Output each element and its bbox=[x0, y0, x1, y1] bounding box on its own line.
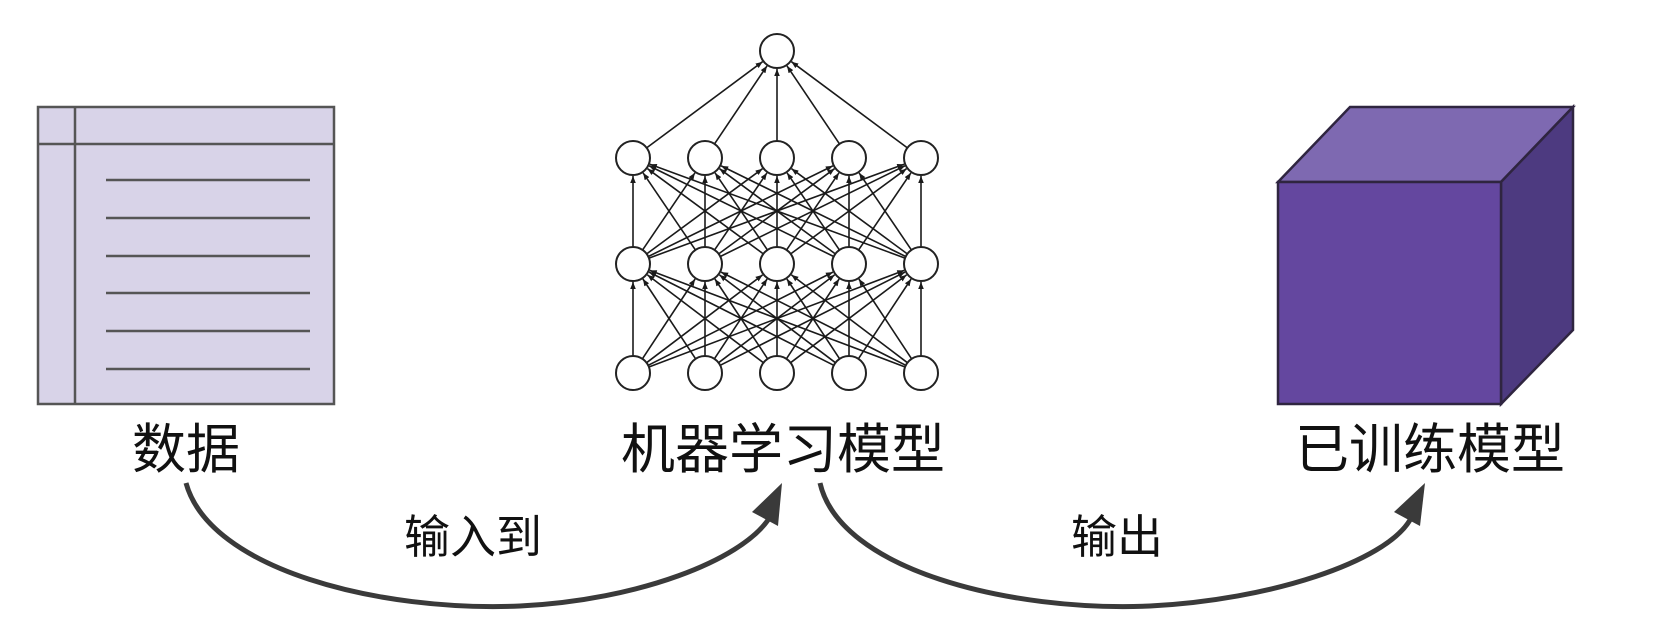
nn-neuron bbox=[903, 140, 939, 176]
nn-connection bbox=[790, 61, 908, 149]
nn-connection bbox=[648, 165, 835, 258]
nn-connection bbox=[790, 274, 908, 364]
nn-neuron bbox=[687, 246, 723, 282]
nn-connection bbox=[720, 271, 907, 367]
nn-connection bbox=[646, 274, 764, 364]
nn-neuron bbox=[759, 140, 795, 176]
nn-connection bbox=[649, 269, 906, 368]
nn-connection bbox=[646, 61, 764, 149]
data-label: 数据 bbox=[132, 418, 240, 481]
nn-connection bbox=[713, 65, 768, 145]
nn-connection bbox=[649, 163, 906, 259]
nn-neuron bbox=[759, 33, 795, 69]
nn-connection bbox=[647, 168, 764, 255]
nn-neuron bbox=[903, 355, 939, 391]
nn-neuron bbox=[687, 140, 723, 176]
model-label: 机器学习模型 bbox=[621, 418, 945, 481]
nn-neuron bbox=[831, 246, 867, 282]
nn-neuron bbox=[615, 355, 651, 391]
cube-icon bbox=[1275, 103, 1576, 408]
nn-neuron bbox=[687, 355, 723, 391]
nn-connection bbox=[720, 165, 907, 258]
nn-neuron bbox=[903, 246, 939, 282]
output-arrow bbox=[817, 482, 1425, 610]
nn-connection bbox=[791, 168, 908, 255]
input-arrow bbox=[183, 482, 782, 610]
cube-front-face bbox=[1276, 180, 1503, 406]
nn-neuron bbox=[615, 140, 651, 176]
input-label: 输入到 bbox=[404, 510, 542, 564]
nn-neuron bbox=[831, 140, 867, 176]
nn-connection bbox=[858, 278, 913, 360]
nn-connection bbox=[642, 172, 697, 251]
nn-neuron bbox=[759, 355, 795, 391]
nn-connection bbox=[648, 271, 835, 367]
nn-connection bbox=[642, 278, 697, 360]
nn-neuron bbox=[759, 246, 795, 282]
neural-network-icon bbox=[615, 33, 939, 391]
nn-neuron bbox=[615, 246, 651, 282]
input-arrowhead bbox=[752, 483, 782, 526]
nn-neuron bbox=[831, 355, 867, 391]
data-table-icon bbox=[36, 105, 336, 406]
output-label: 输出 bbox=[1071, 510, 1163, 564]
trained-model-label: 已训练模型 bbox=[1295, 418, 1565, 481]
nn-connection bbox=[786, 65, 841, 145]
nn-connection bbox=[858, 172, 913, 251]
output-arrowhead bbox=[1394, 483, 1425, 526]
